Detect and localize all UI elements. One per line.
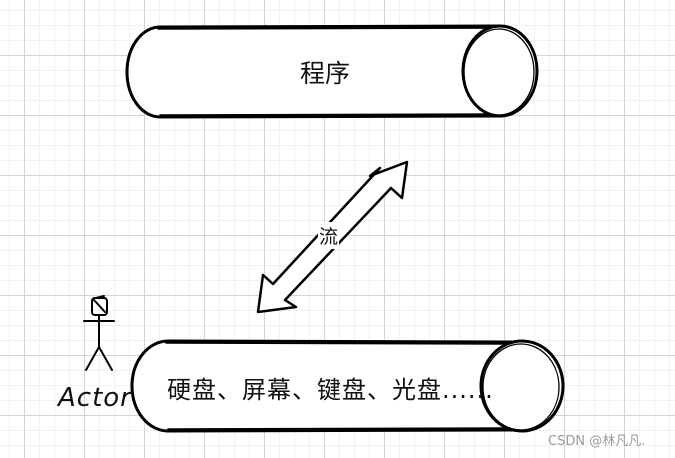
devices-label: 硬盘、屏幕、键盘、光盘...... bbox=[167, 376, 494, 404]
actor-label: Actor bbox=[58, 383, 132, 413]
program-cylinder[interactable] bbox=[125, 24, 539, 119]
flow-label: 流 bbox=[318, 222, 340, 249]
actor-icon[interactable] bbox=[83, 295, 115, 371]
devices-cylinder[interactable] bbox=[130, 339, 565, 433]
program-label: 程序 bbox=[300, 59, 351, 88]
watermark: CSDN @林凡凡. bbox=[548, 434, 646, 449]
